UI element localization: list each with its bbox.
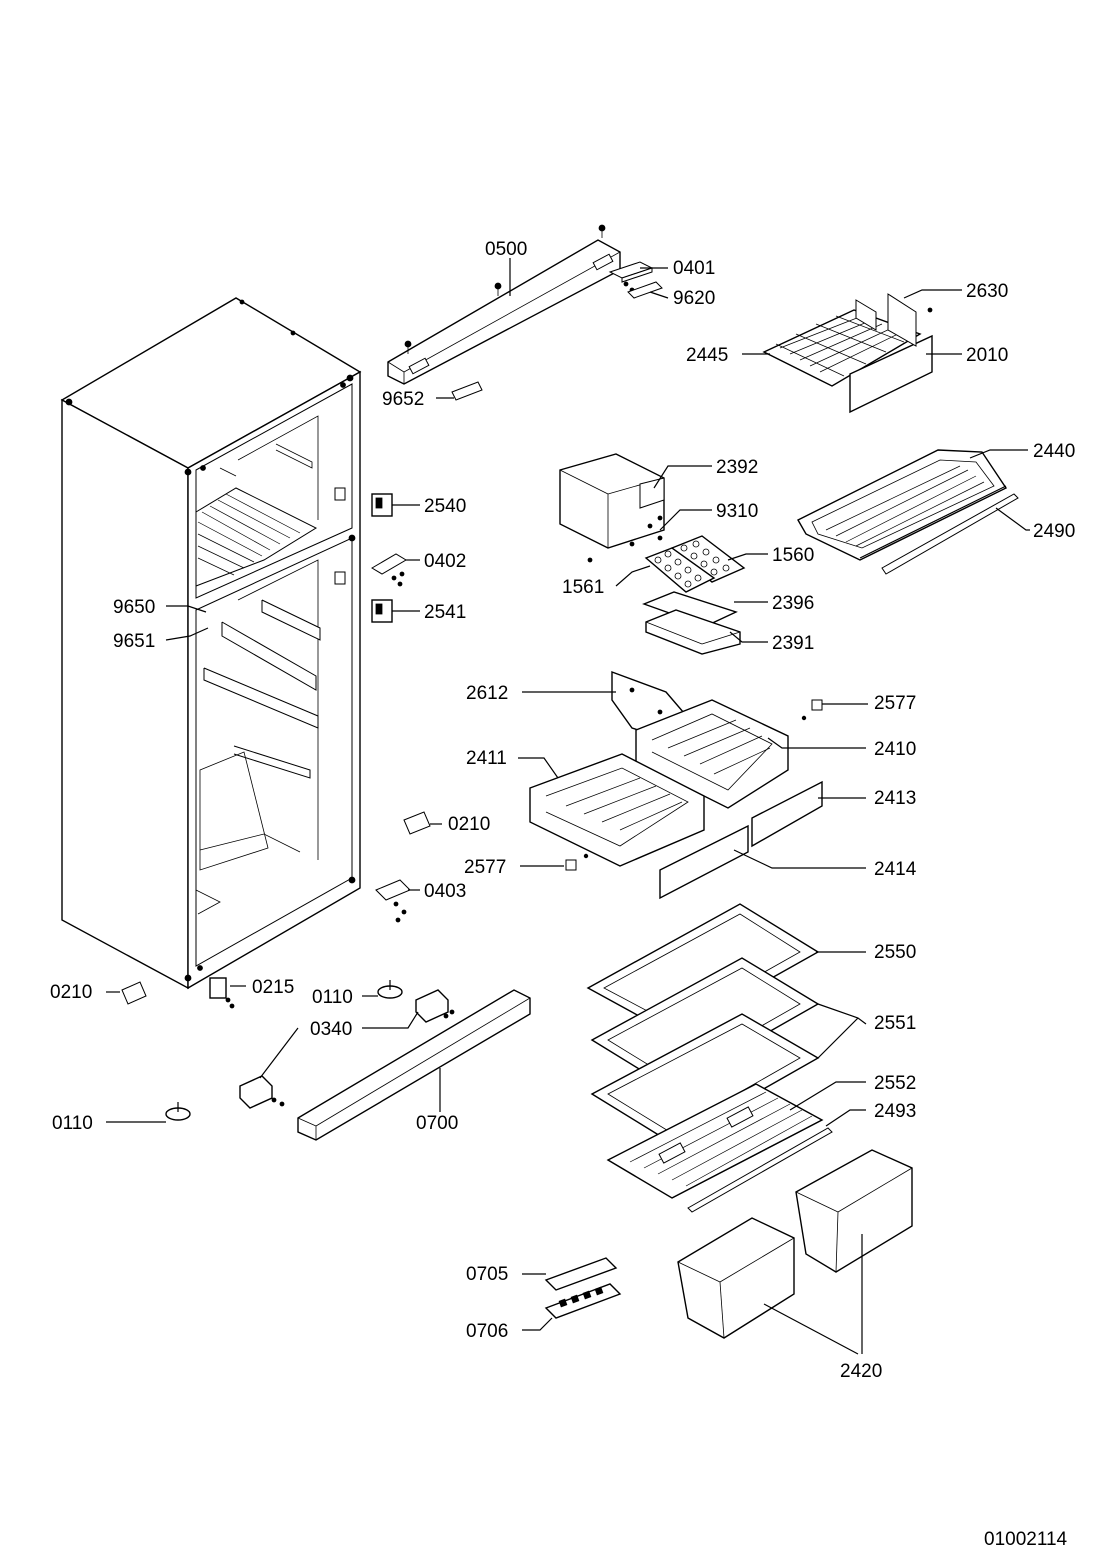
callout-0402: 0402 xyxy=(424,551,466,572)
callout-0340: 0340 xyxy=(310,1019,352,1040)
callout-2414: 2414 xyxy=(874,859,917,880)
crisper-cover-2552 xyxy=(606,1083,824,1199)
callout-2010: 2010 xyxy=(966,345,1008,366)
front-2413 xyxy=(751,780,823,848)
callout-2396: 2396 xyxy=(772,593,814,614)
callout-2440: 2440 xyxy=(1033,441,1075,462)
stopper-2577-lower xyxy=(565,853,589,871)
strip-2490 xyxy=(881,493,1019,575)
panel-0705 xyxy=(544,1257,618,1291)
clip-0210-upper xyxy=(403,811,431,835)
stopper-2577-upper xyxy=(801,699,823,721)
callout-0110-upper: 0110 xyxy=(312,987,353,1008)
callout-2392: 2392 xyxy=(716,457,758,478)
callout-2577-upper: 2577 xyxy=(874,693,916,714)
glass-shelf-2440 xyxy=(797,449,1008,561)
callout-9651: 9651 xyxy=(113,631,155,652)
callout-0700: 0700 xyxy=(416,1113,458,1134)
screws-9310 xyxy=(629,515,663,547)
callout-2551: 2551 xyxy=(874,1013,916,1034)
grid-shelf-2445 xyxy=(762,309,922,387)
foot-0110-lower xyxy=(165,1102,191,1121)
hinge-0340-upper xyxy=(415,989,455,1023)
callout-0706: 0706 xyxy=(466,1321,508,1342)
callout-2493: 2493 xyxy=(874,1101,916,1122)
callout-2630: 2630 xyxy=(966,281,1008,302)
door-bin-2420-right xyxy=(795,1149,913,1273)
callout-0705: 0705 xyxy=(466,1264,508,1285)
ice-tray-1561 xyxy=(644,547,716,593)
lamp-holder-2541 xyxy=(371,599,393,623)
foot-0110-upper xyxy=(377,980,403,999)
refrigerator-cabinet xyxy=(60,297,362,990)
strip-2493 xyxy=(687,1127,833,1213)
clip-0210-lower xyxy=(121,981,147,1005)
top-cover-0500 xyxy=(387,224,621,385)
callout-2391: 2391 xyxy=(772,633,814,654)
callout-0215: 0215 xyxy=(252,977,294,998)
hinge-0340-lower xyxy=(239,1075,285,1109)
callout-2410: 2410 xyxy=(874,739,916,760)
callout-2413: 2413 xyxy=(874,788,916,809)
callout-2445: 2445 xyxy=(686,345,728,366)
callout-0210-upper: 0210 xyxy=(448,814,490,835)
callout-0500: 0500 xyxy=(485,239,527,260)
callout-2490: 2490 xyxy=(1033,521,1075,542)
callout-9650: 9650 xyxy=(113,597,155,618)
callout-0210-lower: 0210 xyxy=(50,982,92,1003)
leader-lines xyxy=(106,258,1030,1355)
ice-box-2392 xyxy=(559,453,665,563)
door-bin-2420-left xyxy=(677,1217,795,1339)
vent-0706 xyxy=(544,1283,622,1319)
callout-9620: 9620 xyxy=(673,288,715,309)
hinge-0215 xyxy=(209,977,235,1009)
bracket-2630 xyxy=(855,293,933,347)
part-9652 xyxy=(451,381,483,401)
callout-2541: 2541 xyxy=(424,602,466,623)
callout-labels: 0500 0401 9620 2630 2445 2010 9652 2392 … xyxy=(50,239,1075,1382)
callout-9652: 9652 xyxy=(382,389,424,410)
callout-2577-lower: 2577 xyxy=(464,857,506,878)
front-flap-2010 xyxy=(849,334,933,414)
drawer-2411 xyxy=(529,753,705,867)
callout-2420: 2420 xyxy=(840,1361,882,1382)
callout-0110-lower: 0110 xyxy=(52,1113,93,1134)
bracket-0402 xyxy=(371,553,407,587)
drawing-number: 01002114 xyxy=(984,1529,1068,1550)
callout-2540: 2540 xyxy=(424,496,466,517)
callout-2411: 2411 xyxy=(466,748,507,769)
callout-9310: 9310 xyxy=(716,501,758,522)
front-2414 xyxy=(659,824,749,900)
lamp-holder-2540 xyxy=(371,493,393,517)
base-grille-0700 xyxy=(297,989,531,1141)
part-9620 xyxy=(627,281,663,299)
callout-0403: 0403 xyxy=(424,881,466,902)
callout-2550: 2550 xyxy=(874,942,916,963)
callout-1561: 1561 xyxy=(562,577,604,598)
bracket-0403 xyxy=(375,879,411,923)
container-2391 xyxy=(645,609,741,655)
callout-2612: 2612 xyxy=(466,683,508,704)
callout-0401: 0401 xyxy=(673,258,715,279)
callout-1560: 1560 xyxy=(772,545,814,566)
callout-2552: 2552 xyxy=(874,1073,916,1094)
